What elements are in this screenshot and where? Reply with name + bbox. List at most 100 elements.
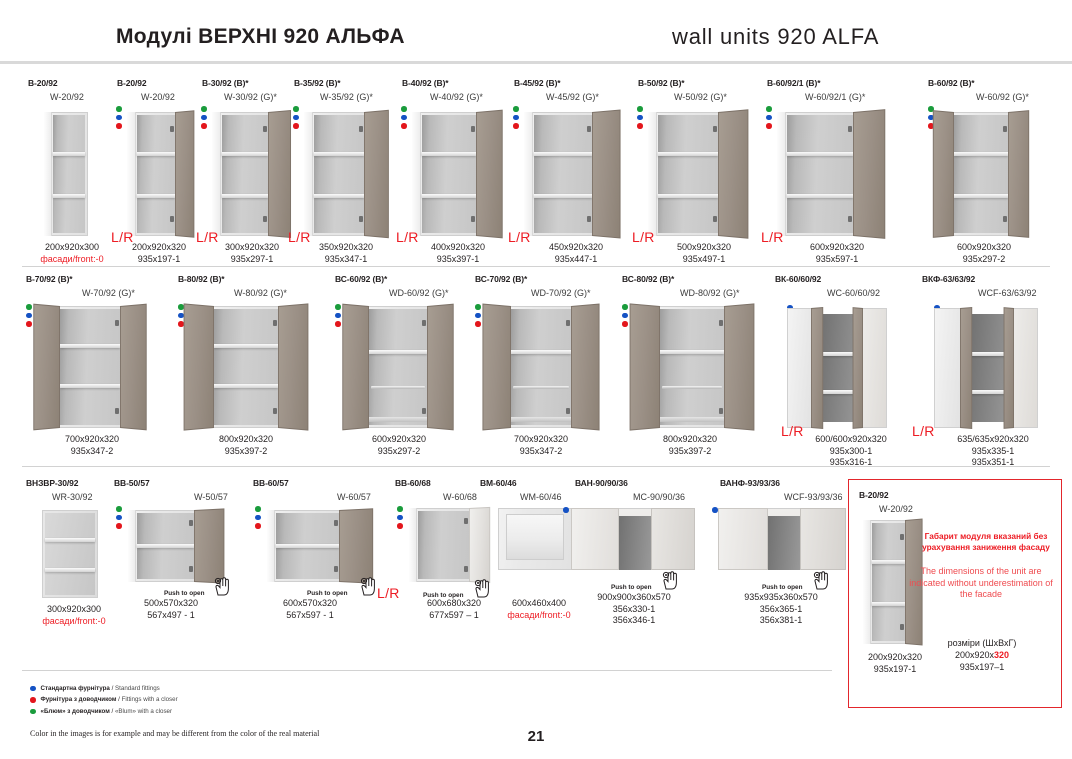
product-item[interactable]: ВС-80/92 (В)* WD-80/92 (G)* 800x920x320 …	[622, 274, 774, 468]
legend-label-ua: «Блюм» з доводчиком	[40, 707, 110, 715]
product-item[interactable]: В-35/92 (В)* W-35/92 (G)* L/R 350x920x32…	[288, 78, 400, 268]
hand-cursor-icon	[360, 577, 375, 596]
legend-dot-blue-icon	[30, 685, 36, 691]
product-item[interactable]: В-20/92 W-20/92 200x920x300 фасади/front…	[26, 78, 118, 268]
cabinet-render	[212, 109, 292, 239]
item-code-ua: В-45/92 (В)*	[514, 78, 561, 88]
product-item[interactable]: ВВ-60/57 W-60/57 Push to open L/R 600x57…	[253, 478, 413, 638]
legend-label: Стандартна фурнітура / Standard fittings	[40, 684, 160, 692]
product-item[interactable]: В-30/92 (В)* W-30/92 (G)* L/R 300x920x32…	[196, 78, 303, 268]
item-code-ua: В-50/92 (В)*	[638, 78, 685, 88]
cabinet-render	[777, 109, 886, 239]
legend-dot-green-icon	[30, 708, 36, 714]
fitting-dot-blue	[293, 114, 299, 120]
legend-label-ua: Фурнітура з доводчиком	[40, 696, 117, 704]
cabinet-render	[648, 109, 749, 239]
item-lr-label: L/R	[396, 229, 419, 245]
cabinet-door	[718, 508, 768, 570]
cabinet-render	[304, 109, 389, 239]
item-code-en: W-40/92 (G)*	[430, 92, 483, 102]
item-code-en: MC-90/90/36	[633, 492, 686, 502]
fitting-dot-blue	[401, 114, 407, 120]
cabinet-render	[127, 110, 195, 238]
cabinet-render	[571, 508, 695, 570]
page-number: 21	[527, 728, 545, 745]
product-item[interactable]: ВС-60/92 (В)* WD-60/92 (G)* 600x920x320 …	[335, 274, 477, 468]
cabinet-door	[571, 508, 619, 570]
product-item[interactable]: В-40/92 (В)* W-40/92 (G)* L/R 400x920x32…	[396, 78, 510, 268]
item-code-en: W-20/92	[141, 92, 175, 102]
fitting-dot-blue	[563, 507, 569, 513]
fitting-dot-blue	[766, 114, 772, 120]
fitting-dot-red	[513, 123, 519, 129]
cabinet-door	[724, 303, 755, 431]
item-dimensions: 800x920x320 935x397-2	[662, 434, 718, 456]
fitting-dot-green	[255, 506, 261, 512]
fitting-dot-blue	[201, 114, 207, 120]
product-item[interactable]: ВВ-60/68 W-60/68 Push to open 600x680x32…	[395, 478, 545, 638]
item-code-en: W-30/92 (G)*	[224, 92, 277, 102]
product-item[interactable]: В-20/92 W-20/92 L/R 200x920x320 935x197-…	[111, 78, 205, 268]
cabinet-door	[811, 306, 824, 430]
fitting-dot-blue	[934, 305, 940, 311]
sizes-value-highlight: 320	[994, 650, 1010, 660]
cabinet-door	[718, 109, 749, 239]
item-code-ua: В-70/92 (В)*	[26, 274, 73, 284]
product-item[interactable]: В-70/92 (В)* W-70/92 (G)* 700x920x320 93…	[26, 274, 166, 468]
product-item[interactable]: ВВ-50/57 W-50/57 Push to open 500x570x32…	[114, 478, 264, 638]
cabinet-door	[571, 303, 600, 431]
fitting-dot-green	[116, 106, 122, 112]
fitting-dot-blue	[26, 312, 32, 318]
fitting-dot-blue	[116, 514, 122, 520]
fitting-dot-blue	[475, 312, 481, 318]
infobox-sizes-label: розміри (ШхВхГ)	[947, 638, 1017, 648]
product-item[interactable]: ВМ-60/46 WM-60/46 600x460x400 фасади/fro…	[480, 478, 600, 638]
cabinet-door	[1008, 110, 1030, 238]
item-code-ua: ВВ-60/57	[253, 478, 289, 488]
item-dimensions: 500x920x320 935x497-1	[676, 242, 732, 264]
row-divider	[22, 670, 832, 671]
item-dimensions: 700x920x320 935x347-2	[513, 434, 569, 456]
push-to-open-label: Push to open	[307, 590, 348, 597]
product-item[interactable]: В-45/92 (В)* W-45/92 (G)* L/R 450x920x32…	[508, 78, 626, 268]
item-lr-label: L/R	[377, 585, 400, 601]
item-code-ua: ВК-60/60/92	[775, 274, 822, 284]
fitting-dot-red	[766, 123, 772, 129]
fitting-dot-green	[201, 106, 207, 112]
product-item[interactable]: ВНЗВР-30/92 WR-30/92 300x920x300 фасади/…	[26, 478, 136, 638]
cabinet-door	[427, 303, 454, 431]
item-code-ua: ВАНФ-93/93/36	[720, 478, 780, 488]
cabinet-door	[278, 303, 309, 431]
cabinet-render	[412, 109, 503, 239]
item-code-en: WD-80/92 (G)*	[680, 288, 740, 298]
product-item[interactable]: ВКФ-63/63/92 WCF-63/63/92 L/R 635/635x92…	[912, 274, 1067, 468]
product-item[interactable]: В-50/92 (В)* W-50/92 (G)* L/R 500x920x32…	[632, 78, 754, 268]
item-code-en: WM-60/46	[520, 492, 562, 502]
fitting-dots	[201, 106, 208, 132]
product-item[interactable]: В-60/92 (В)* W-60/92 (G)* 600x920x320 93…	[928, 78, 1062, 268]
fitting-dots	[712, 507, 719, 516]
push-to-open-label: Push to open	[423, 592, 464, 599]
fitting-dots	[26, 304, 33, 330]
cabinet-render	[409, 506, 491, 584]
hand-cursor-icon	[662, 571, 677, 590]
product-item[interactable]: ВАНФ-93/93/36 WCF-93/93/36 Push to open …	[712, 478, 892, 638]
product-item[interactable]: ВС-70/92 (В)* WD-70/92 (G)* 700x920x320 …	[475, 274, 623, 468]
product-item[interactable]: В-60/92/1 (В)* W-60/92/1 (G)* L/R 600x92…	[761, 78, 887, 268]
item-code-en: W-70/92 (G)*	[82, 288, 135, 298]
cabinet-door	[853, 109, 886, 239]
cabinet-render	[934, 306, 1038, 430]
hand-cursor-icon	[813, 571, 828, 590]
legend: Стандартна фурнітура / Standard fittings…	[30, 684, 178, 719]
cabinet-door	[268, 109, 292, 239]
item-dimensions: 600x920x320 935x597-1	[809, 242, 865, 264]
product-item[interactable]: ВК-60/60/92 WC-60/60/92 L/R 600/600x920x…	[775, 274, 915, 468]
product-item[interactable]: В-80/92 (В)* W-80/92 (G)* 800x920x320 93…	[178, 274, 328, 468]
item-lr-label: L/R	[111, 229, 134, 245]
fitting-dot-blue	[513, 114, 519, 120]
product-item[interactable]: ВАН-90/90/36 MC-90/90/36 Push to open 90…	[563, 478, 738, 638]
item-dimensions: 400x920x320 935x397-1	[430, 242, 486, 264]
fitting-dot-green	[397, 506, 403, 512]
item-code-ua: В-60/92 (В)*	[928, 78, 975, 88]
item-dimensions: 600/600x920x320 935x300-1 935x316-1	[815, 434, 887, 467]
